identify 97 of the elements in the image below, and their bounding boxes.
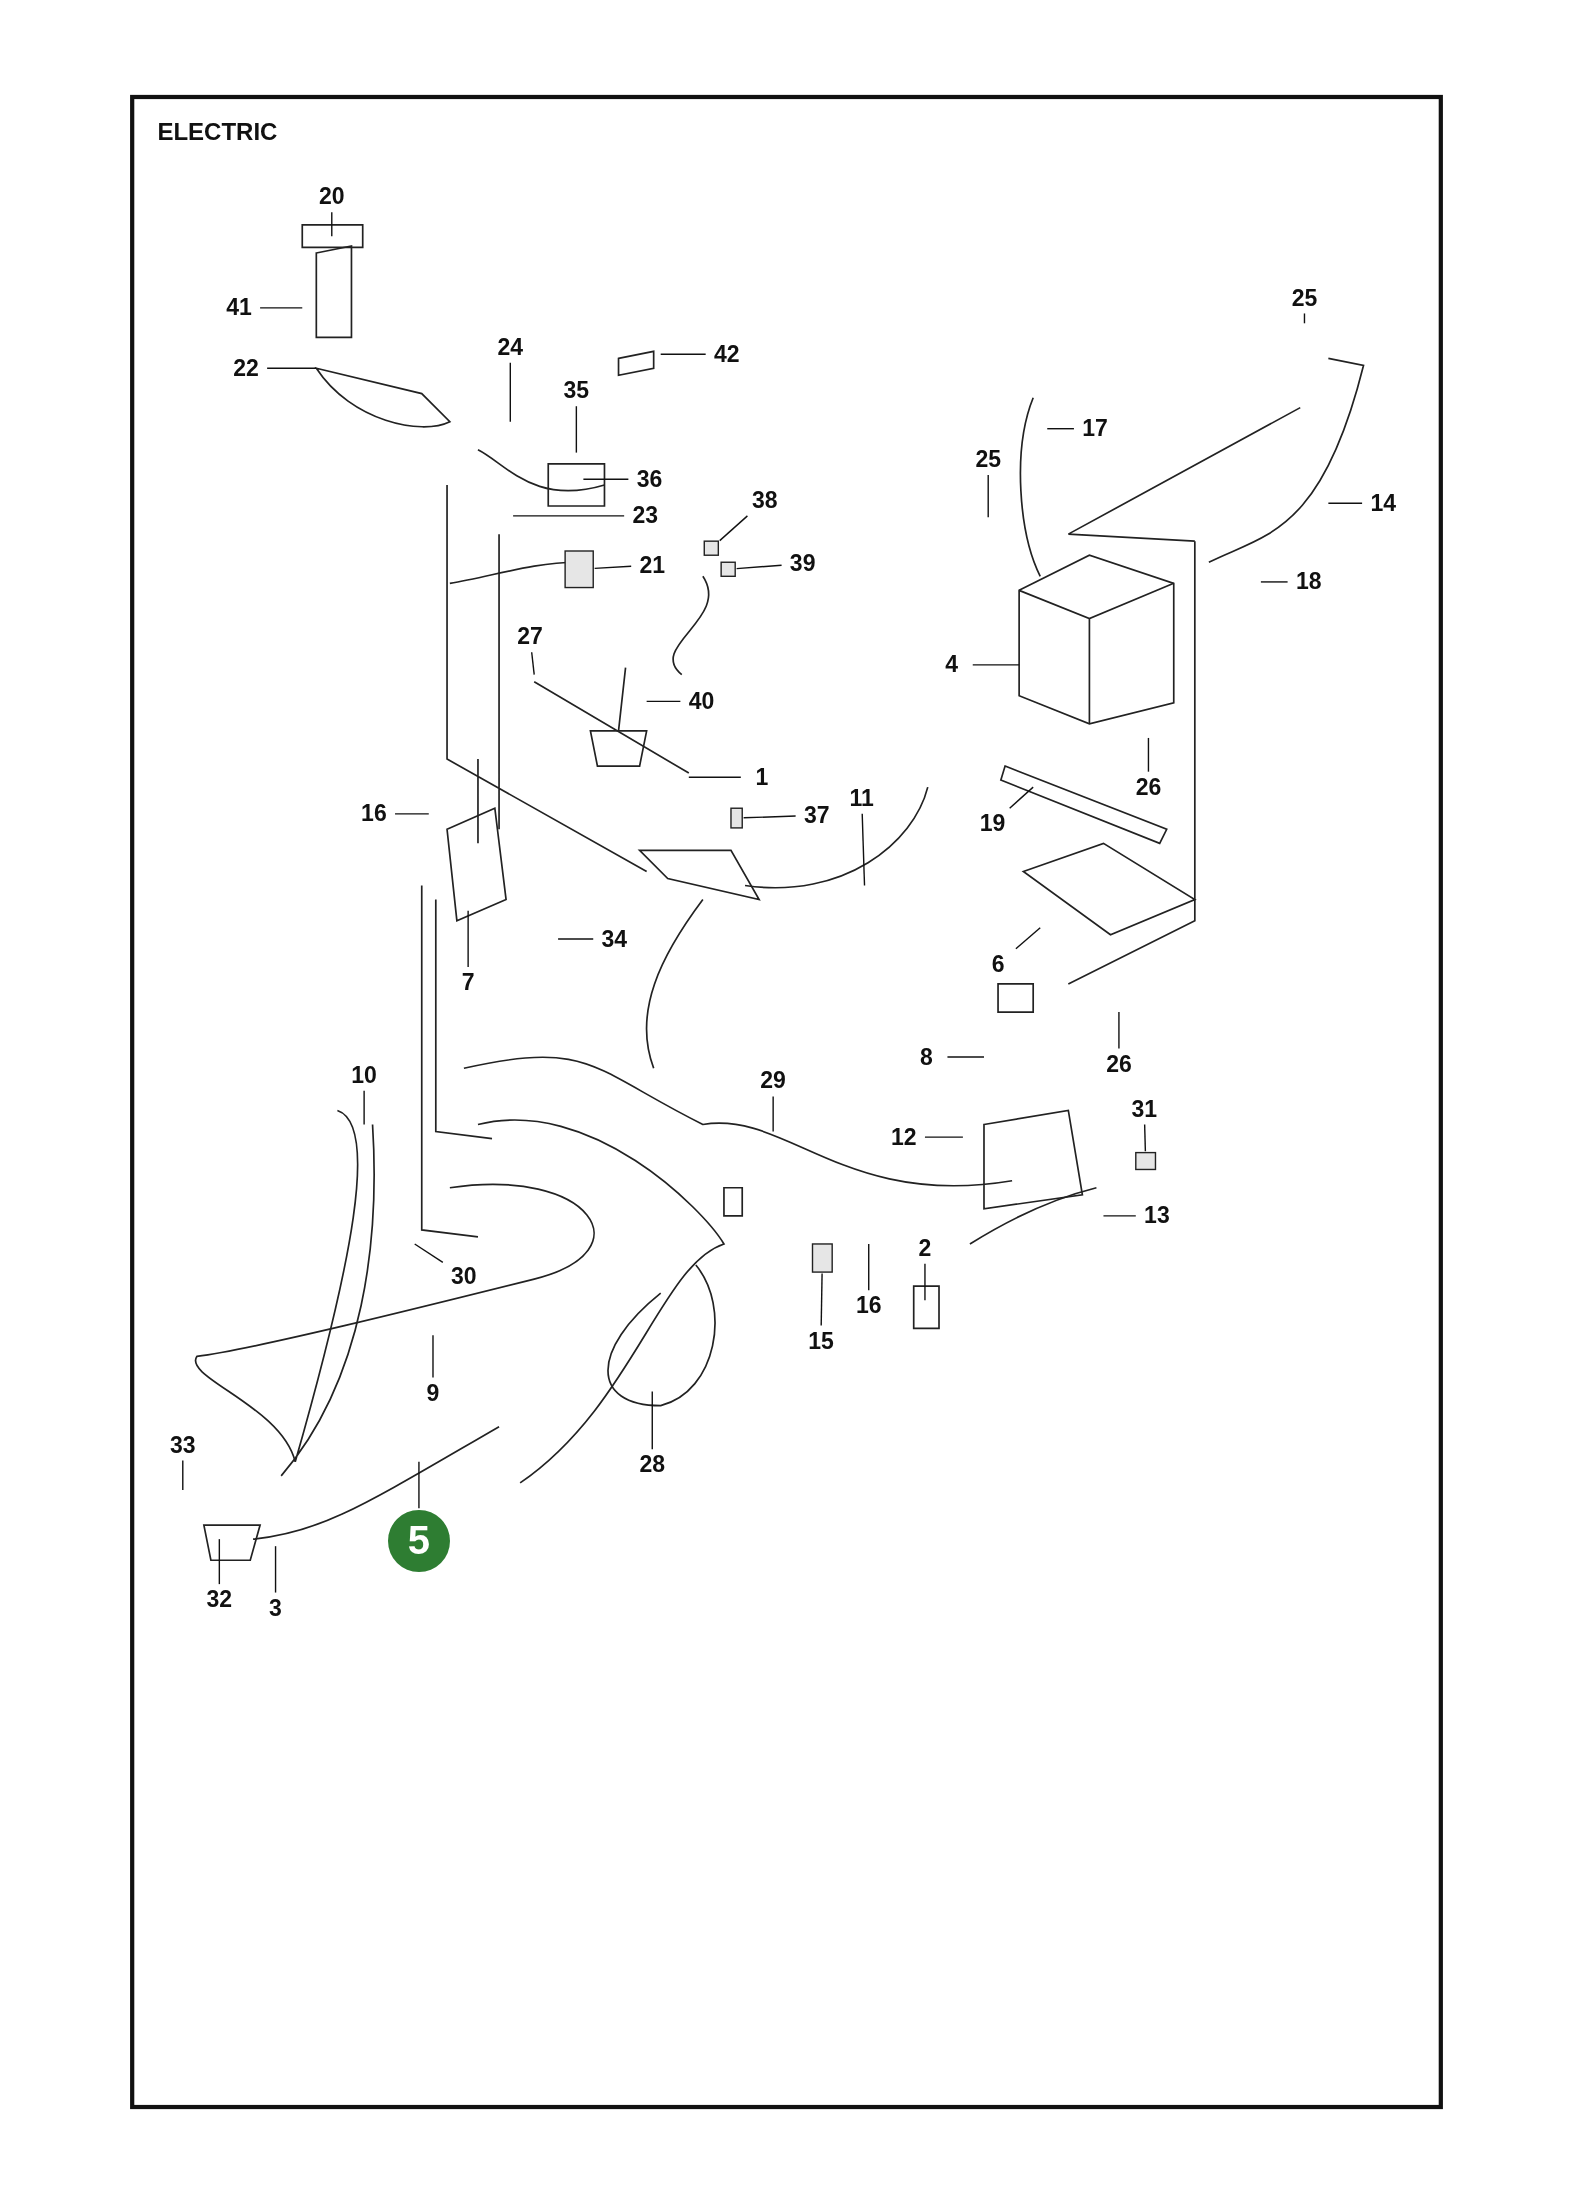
leader-line [274, 1545, 277, 1594]
leader-line [575, 405, 578, 454]
callout-number: 15 [801, 1327, 841, 1356]
leader-line [509, 361, 511, 423]
leader-line [1143, 1123, 1147, 1152]
leader-line [735, 564, 783, 570]
callout-number: 41 [219, 293, 259, 322]
callout-number: 38 [745, 486, 785, 515]
callout-number: 1 [742, 763, 782, 792]
callout-number: 7 [448, 968, 488, 997]
callout-number: 28 [632, 1450, 672, 1479]
leader-line [1147, 737, 1150, 773]
connector-part [811, 1243, 833, 1273]
leader-line [363, 1090, 365, 1126]
callout-number: 25 [968, 445, 1008, 474]
leader-line [688, 776, 742, 778]
leader-line [660, 353, 707, 355]
leader-line [868, 1243, 870, 1292]
callout-number: 26 [1128, 773, 1169, 802]
leader-line [266, 367, 318, 369]
leader-line [946, 1056, 985, 1058]
leader-line [512, 515, 625, 517]
leader-line [924, 1262, 926, 1301]
leader-line [1015, 927, 1041, 950]
leader-line [593, 565, 632, 570]
callout-number: 8 [906, 1043, 947, 1072]
callout-number: 30 [444, 1262, 484, 1291]
leader-line [331, 211, 333, 237]
leader-line [1303, 312, 1306, 324]
callout-number: 23 [625, 501, 665, 530]
callout-number: 33 [163, 1431, 203, 1460]
callout-number: 6 [978, 950, 1018, 979]
leader-line [861, 813, 866, 887]
callout-number: 32 [199, 1585, 239, 1614]
callout-number: 20 [312, 182, 352, 211]
callout-number: 27 [510, 622, 550, 651]
callout-number: 22 [226, 354, 266, 383]
callout-number: 11 [842, 784, 882, 813]
leader-line [1118, 1011, 1120, 1050]
callout-number: 14 [1363, 489, 1403, 518]
callout-number: 31 [1124, 1095, 1164, 1124]
leader-line [467, 910, 469, 968]
leader-line [1046, 428, 1075, 430]
leader-line [651, 1390, 653, 1450]
leader-line [418, 1461, 420, 1509]
leader-line [1260, 581, 1289, 583]
callout-number: 18 [1289, 567, 1329, 596]
callout-number: 12 [884, 1123, 924, 1152]
leader-line [182, 1459, 184, 1491]
connector-part [1135, 1151, 1157, 1171]
connector-part [720, 561, 736, 577]
callout-number: 4 [932, 650, 972, 679]
callout-number: 13 [1137, 1201, 1177, 1230]
leader-line [259, 307, 303, 309]
callout-number: 16 [354, 799, 394, 828]
callout-number: 26 [1099, 1050, 1139, 1079]
leader-line [645, 700, 682, 703]
callout-number: 29 [753, 1066, 793, 1096]
leader-line [218, 1538, 221, 1585]
callout-number: 17 [1075, 414, 1115, 443]
leader-line [972, 664, 1020, 666]
callout-number: 34 [594, 924, 634, 954]
leader-line [719, 515, 749, 542]
callout-number: 16 [849, 1291, 889, 1320]
callout-number: 37 [797, 801, 837, 830]
callout-number: 42 [707, 340, 747, 369]
leader-line [432, 1334, 434, 1379]
callout-number: 36 [629, 465, 670, 494]
callout-number: 21 [632, 551, 672, 580]
leader-line [414, 1243, 444, 1264]
callout-number: 2 [905, 1234, 945, 1263]
callout-number: 35 [556, 376, 596, 405]
callout-number: 19 [972, 809, 1013, 838]
leader-line [394, 813, 430, 815]
leader-line [1008, 786, 1034, 809]
connector-part [564, 550, 594, 589]
connector-part [730, 807, 743, 829]
leader-line [772, 1095, 774, 1133]
leader-line [531, 651, 535, 676]
diagram-title: ELECTRIC [157, 118, 278, 147]
leader-line [557, 938, 594, 940]
leader-line [582, 478, 630, 480]
leader-line [924, 1136, 964, 1138]
callout-number: 39 [783, 549, 823, 578]
callout-number: 40 [681, 687, 722, 716]
leader-line [1327, 502, 1363, 504]
leader-line [820, 1272, 823, 1327]
callout-number: 24 [490, 333, 530, 362]
callout-number: 3 [255, 1594, 296, 1623]
leader-line [1102, 1215, 1137, 1217]
leader-line [987, 474, 989, 518]
connector-part [703, 540, 720, 556]
callout-number: 9 [413, 1379, 453, 1408]
leader-line [742, 815, 797, 819]
callout-number: 25 [1284, 283, 1325, 313]
callout-number: 10 [344, 1061, 384, 1090]
callout-circle: 5 [387, 1509, 450, 1572]
